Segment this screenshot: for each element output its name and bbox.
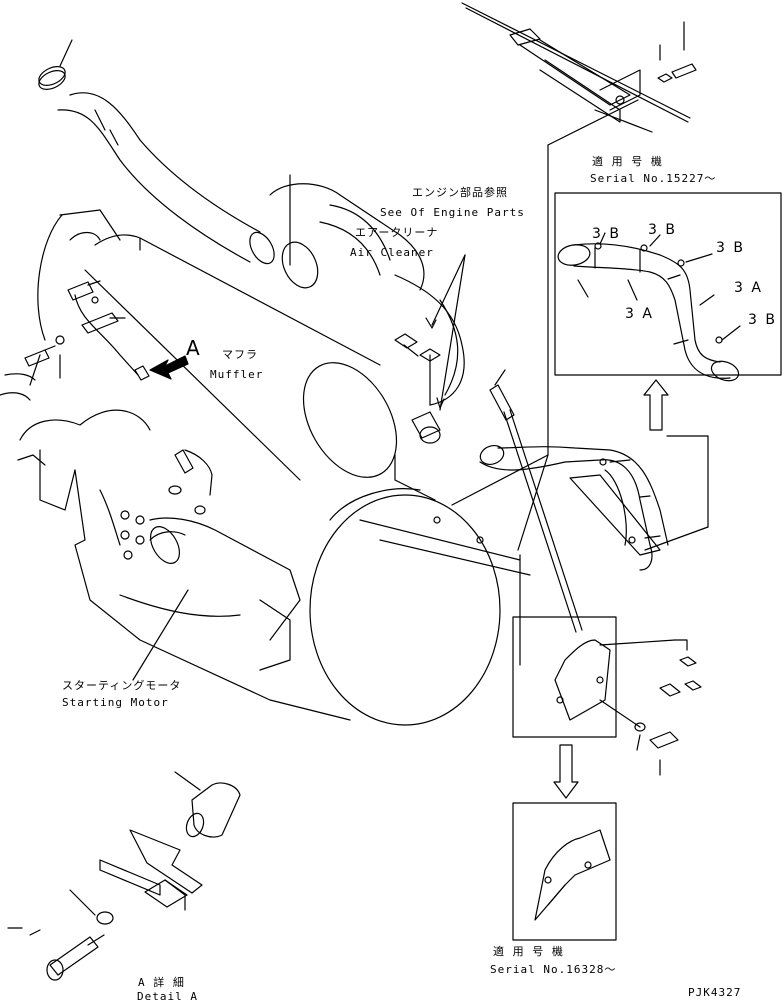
left-bracket-bolts — [0, 280, 150, 401]
air-cleaner-label-jp: エアークリーナ — [355, 226, 439, 239]
muffler-label-jp: マフラ — [222, 348, 258, 361]
engine-block — [17, 409, 531, 721]
up-arrow-icon — [643, 379, 669, 431]
serial-15227-label-en: Serial No.15227～ — [590, 172, 717, 185]
flywheel-housing — [309, 454, 549, 726]
muffler — [37, 209, 398, 481]
hose-serial-15227 — [554, 192, 782, 382]
intake-hose — [479, 444, 669, 571]
engine-parts-label-en: See Of Engine Parts — [380, 206, 525, 219]
starting-motor-label-en: Starting Motor — [62, 696, 169, 709]
serial-16328-label-jp: 適 用 号 機 — [493, 945, 564, 958]
down-arrow-icon — [553, 744, 579, 799]
starting-motor-label-jp: スターティングモータ — [62, 679, 182, 692]
arrow-a-icon — [149, 355, 189, 380]
part-label-3b: 3 B — [592, 226, 621, 242]
serial-16328-label-en: Serial No.16328～ — [490, 963, 617, 976]
part-label-3b: 3 B — [648, 222, 677, 238]
hose-clamp-top — [38, 39, 275, 265]
part-label-3a: 3 A — [734, 280, 763, 296]
drawing-code: PJK4327 — [688, 986, 742, 999]
rod-and-bracket — [489, 369, 702, 776]
part-label-3b: 3 B — [748, 312, 777, 328]
bracket-serial-16328 — [512, 802, 617, 941]
muffler-label-en: Muffler — [210, 368, 264, 381]
top-rod-assembly — [461, 2, 697, 456]
arrow-a-label: A — [186, 336, 200, 360]
air-cleaner-body — [269, 174, 466, 444]
starting-motor-leader — [132, 589, 189, 681]
part-label-3a: 3 A — [625, 306, 654, 322]
air-cleaner-label-en: Air Cleaner — [350, 246, 434, 259]
engine-parts-label-jp: エンジン部品参照 — [412, 186, 508, 199]
detail-a-label-en: Detail A — [137, 990, 198, 1003]
detail-a-parts — [7, 771, 241, 981]
serial-15227-label-jp: 適 用 号 機 — [592, 155, 663, 168]
part-label-3b: 3 B — [716, 240, 745, 256]
detail-a-label-jp: A 詳 細 — [138, 976, 185, 989]
